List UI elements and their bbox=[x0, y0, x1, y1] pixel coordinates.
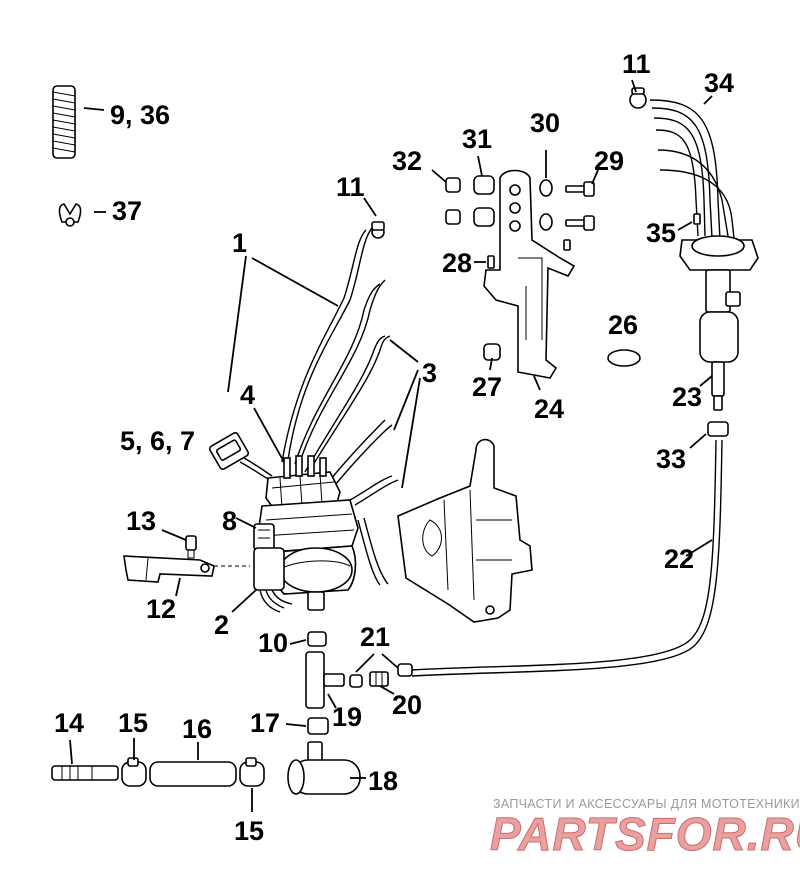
fitting-21-20 bbox=[349, 663, 413, 688]
label-12: 12 bbox=[146, 594, 176, 624]
screws-32 bbox=[445, 177, 461, 225]
label-22: 22 bbox=[664, 544, 694, 574]
screw-13 bbox=[185, 535, 197, 559]
label-11-top: 11 bbox=[622, 49, 651, 79]
label-2: 2 bbox=[214, 610, 229, 640]
fuel-line-22 bbox=[411, 439, 723, 677]
hose-bundle bbox=[281, 227, 399, 586]
leader-lines bbox=[69, 79, 713, 812]
barb-fitting-14 bbox=[51, 765, 119, 781]
label-37: 37 bbox=[112, 196, 142, 226]
label-16: 16 bbox=[182, 714, 212, 744]
mounting-bracket-large bbox=[397, 438, 533, 623]
label-3: 3 bbox=[422, 358, 437, 388]
mounting-bracket-12 bbox=[123, 555, 215, 583]
label-13: 13 bbox=[126, 506, 156, 536]
label-20: 20 bbox=[392, 690, 422, 720]
washers-30 bbox=[539, 179, 553, 231]
screw-28 bbox=[487, 255, 495, 269]
label-11-middle: 11 bbox=[336, 172, 365, 202]
label-31: 31 bbox=[462, 124, 492, 154]
hose-clip-part bbox=[58, 203, 82, 227]
watermark-tagline: ЗАПЧАСТИ И АКСЕССУАРЫ ДЛЯ МОТОТЕХНИКИ bbox=[493, 797, 800, 811]
clamp-15-right bbox=[239, 757, 265, 787]
coil-spring-part bbox=[52, 85, 76, 159]
watermark-brand: PARTSFOR.RU bbox=[490, 808, 800, 860]
label-4: 4 bbox=[240, 380, 255, 410]
clamp-11-middle bbox=[371, 221, 385, 239]
hose-16 bbox=[149, 761, 237, 787]
label-33: 33 bbox=[656, 444, 686, 474]
label-19: 19 bbox=[332, 702, 362, 732]
clamp-11-top bbox=[629, 87, 647, 109]
label-26: 26 bbox=[608, 310, 638, 340]
bracket-24 bbox=[483, 169, 576, 379]
screw-small bbox=[563, 239, 571, 251]
label-8: 8 bbox=[222, 506, 237, 536]
label-27: 27 bbox=[472, 372, 502, 402]
label-23: 23 bbox=[672, 382, 702, 412]
label-5-6-7: 5, 6, 7 bbox=[120, 426, 195, 456]
tee-fitting-19 bbox=[305, 651, 345, 709]
label-28: 28 bbox=[442, 248, 472, 278]
label-24: 24 bbox=[534, 394, 564, 424]
watermark: ЗАПЧАСТИ И АКСЕССУАРЫ ДЛЯ МОТОТЕХНИКИ PA… bbox=[490, 797, 800, 861]
electrical-connector bbox=[208, 432, 273, 481]
label-9-36: 9, 36 bbox=[110, 100, 170, 130]
label-21: 21 bbox=[360, 622, 390, 652]
filter-18 bbox=[287, 741, 361, 795]
label-32: 32 bbox=[392, 146, 422, 176]
label-18: 18 bbox=[368, 766, 398, 796]
clamp-15-left bbox=[121, 757, 147, 787]
label-14: 14 bbox=[54, 708, 84, 738]
nut-10 bbox=[307, 631, 327, 647]
label-10: 10 bbox=[258, 628, 288, 658]
screws-29 bbox=[565, 181, 595, 231]
label-15-top: 15 bbox=[118, 708, 148, 738]
label-1: 1 bbox=[232, 228, 247, 258]
washer-26 bbox=[607, 349, 641, 367]
pump-column-23 bbox=[649, 99, 759, 411]
nut-17 bbox=[307, 717, 329, 735]
bushing-27 bbox=[483, 343, 501, 361]
callout-labels: 11 34 9, 36 31 30 32 29 37 11 35 1 28 26… bbox=[54, 49, 734, 846]
label-34: 34 bbox=[704, 68, 734, 98]
nut-33 bbox=[707, 421, 729, 437]
screw-35 bbox=[693, 213, 701, 225]
label-15-bottom: 15 bbox=[234, 816, 264, 846]
label-30: 30 bbox=[530, 108, 560, 138]
label-29: 29 bbox=[594, 146, 624, 176]
bushings-31 bbox=[473, 175, 495, 227]
label-17: 17 bbox=[250, 708, 280, 738]
label-35: 35 bbox=[646, 218, 676, 248]
fuel-pump-assembly bbox=[208, 432, 359, 613]
